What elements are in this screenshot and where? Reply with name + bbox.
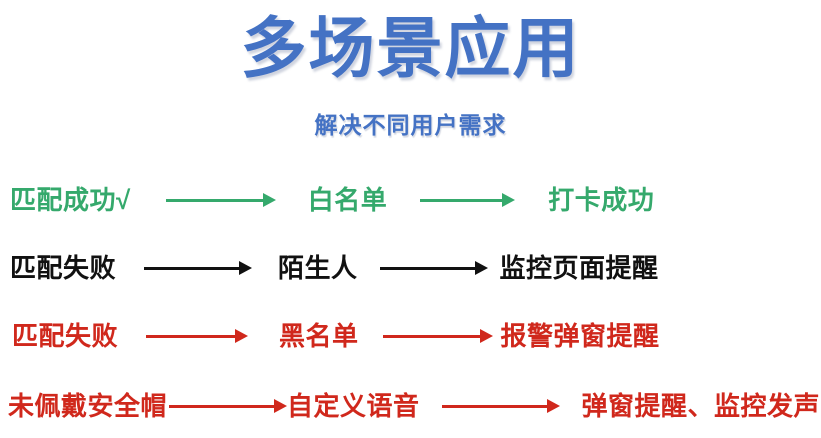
flow-node-1-2: 白名单: [307, 185, 388, 215]
flow-row-3: 匹配失败 黑名单 报警弹窗提醒: [0, 314, 821, 358]
flow-node-4-3: 弹窗提醒、监控发声: [581, 391, 821, 421]
flow-node-3-3: 报警弹窗提醒: [500, 321, 660, 351]
right-arrow-icon: [144, 258, 253, 278]
right-arrow-icon: [441, 396, 560, 416]
right-arrow-icon: [165, 190, 276, 210]
flow-node-1-1: 匹配成功√: [10, 185, 131, 215]
flow-row-1: 匹配成功√ 白名单 打卡成功: [0, 178, 821, 222]
right-arrow-icon: [169, 396, 288, 416]
right-arrow-icon: [379, 258, 488, 278]
flow-row-4: 未佩戴安全帽 自定义语音 弹窗提醒、监控发声: [0, 384, 821, 428]
right-arrow-icon: [420, 190, 516, 210]
flow-node-1-3: 打卡成功: [548, 185, 655, 215]
flow-node-3-1: 匹配失败: [12, 321, 119, 351]
page-subtitle: 解决不同用户需求: [314, 112, 507, 138]
flow-row-2: 匹配失败 陌生人 监控页面提醒: [0, 246, 821, 290]
page-title: 多场景应用: [240, 11, 581, 85]
flow-node-4-2: 自定义语音: [287, 391, 420, 421]
flow-node-4-1: 未佩戴安全帽: [8, 391, 168, 421]
flow-node-2-1: 匹配失败: [10, 253, 117, 283]
flow-node-3-2: 黑名单: [279, 321, 359, 351]
flow-node-2-2: 陌生人: [278, 253, 358, 283]
right-arrow-icon: [146, 326, 249, 346]
flow-node-2-3: 监控页面提醒: [499, 253, 659, 283]
right-arrow-icon: [382, 326, 493, 346]
